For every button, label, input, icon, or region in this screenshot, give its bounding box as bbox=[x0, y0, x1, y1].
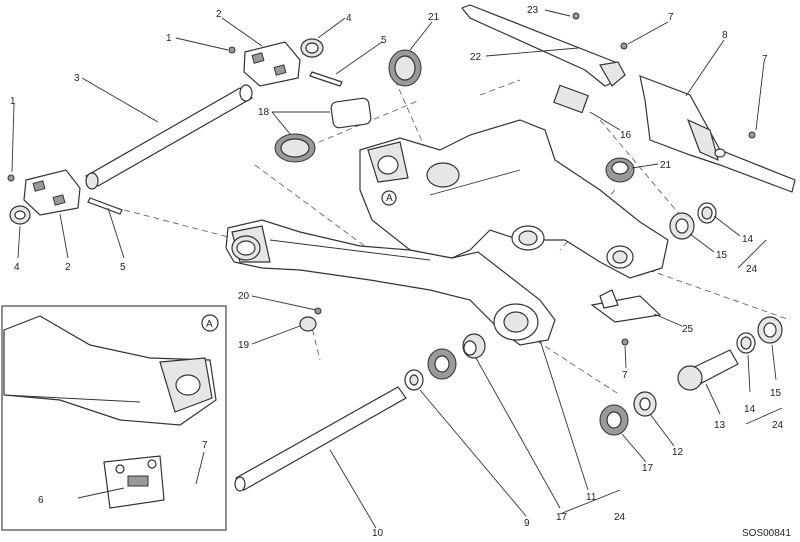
chain-guard bbox=[461, 4, 626, 87]
label-18: 18 bbox=[258, 107, 270, 118]
detail-a-inset: A bbox=[1, 305, 227, 531]
label-7-bracket: 7 bbox=[622, 370, 628, 381]
label-20: 20 bbox=[238, 291, 250, 302]
detail-a-tag: A bbox=[206, 319, 213, 330]
label-15-upper: 15 bbox=[716, 250, 728, 261]
label-24-center: 24 bbox=[614, 512, 626, 523]
label-5-right: 5 bbox=[381, 35, 387, 46]
label-2-left: 2 bbox=[65, 262, 71, 273]
label-7-inset: 7 bbox=[202, 440, 208, 451]
label-4-right: 4 bbox=[346, 13, 352, 24]
grille-plugs bbox=[274, 49, 635, 183]
swingarm-body: A bbox=[225, 119, 669, 346]
pivot-shaft-lower bbox=[234, 386, 407, 492]
label-2-right: 2 bbox=[216, 9, 222, 20]
label-14-upper: 14 bbox=[742, 234, 754, 245]
label-1-right: 1 bbox=[166, 33, 172, 44]
label-13: 13 bbox=[714, 420, 726, 431]
chain-adjuster-left bbox=[7, 169, 123, 225]
label-14-lower: 14 bbox=[744, 404, 756, 415]
label-7-top: 7 bbox=[668, 12, 674, 23]
label-16: 16 bbox=[620, 130, 632, 141]
diagram-code: SOS00841 bbox=[742, 528, 791, 539]
pivot-shaft-upper bbox=[84, 84, 254, 190]
label-11: 11 bbox=[586, 492, 597, 503]
bearing-set-upper bbox=[669, 202, 717, 240]
chain-adjuster-right bbox=[228, 38, 343, 87]
part-labels: 1 2 4 5 3 1 4 2 5 21 18 23 22 7 8 7 16 2… bbox=[10, 5, 784, 539]
bearing-set-lower bbox=[677, 316, 783, 391]
label-17-center: 17 bbox=[556, 512, 568, 523]
label-12: 12 bbox=[672, 447, 684, 458]
bearing-set-axle bbox=[404, 333, 657, 436]
label-1-left: 1 bbox=[10, 96, 16, 107]
label-24-lower: 24 bbox=[772, 420, 784, 431]
label-25: 25 bbox=[682, 324, 694, 335]
label-15-lower: 15 bbox=[770, 388, 782, 399]
leader-lines bbox=[11, 9, 783, 529]
label-24-upper: 24 bbox=[746, 264, 758, 275]
label-3: 3 bbox=[74, 73, 80, 84]
label-21-lower: 21 bbox=[660, 160, 672, 171]
label-9: 9 bbox=[524, 518, 530, 529]
label-8: 8 bbox=[722, 30, 728, 41]
label-17-right: 17 bbox=[642, 463, 654, 474]
label-6: 6 bbox=[38, 495, 44, 506]
bracket bbox=[590, 289, 662, 323]
chain-slider bbox=[639, 75, 796, 193]
label-22: 22 bbox=[470, 52, 482, 63]
label-5-left: 5 bbox=[120, 262, 126, 273]
label-23: 23 bbox=[527, 5, 539, 16]
label-21-upper: 21 bbox=[428, 12, 440, 23]
label-10: 10 bbox=[372, 528, 384, 539]
detail-a-marker: A bbox=[386, 193, 393, 204]
label-7-right: 7 bbox=[762, 54, 768, 65]
label-19: 19 bbox=[238, 340, 250, 351]
label-4-left: 4 bbox=[14, 262, 20, 273]
